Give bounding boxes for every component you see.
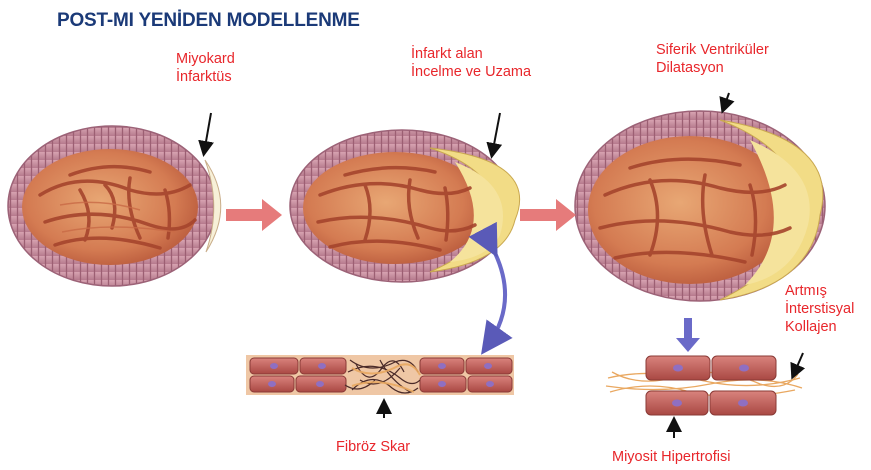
fibrous-scar-tissue: [246, 355, 514, 395]
label-line: Dilatasyon: [656, 59, 769, 77]
diagram-title: POST-MI YENİDEN MODELLENME: [57, 10, 360, 32]
label-infarkt-alan: İnfarkt alan İncelme ve Uzama: [411, 45, 531, 81]
hypertrophied-myocytes: [606, 356, 802, 415]
label-fibroz-skar: Fibröz Skar: [336, 438, 410, 456]
label-siferik-dilatasyon: Siferik Ventriküler Dilatasyon: [656, 41, 769, 77]
label-line: İnfarkt alan: [411, 45, 531, 63]
label-line: İnfarktüs: [176, 68, 235, 86]
heart-infarct-thinning: [290, 130, 520, 282]
label-line: İnterstisyal: [785, 300, 854, 318]
label-miyosit-hipertrofisi: Miyosit Hipertrofisi: [612, 448, 730, 466]
blue-down-arrow: [676, 318, 700, 352]
label-line: İncelme ve Uzama: [411, 63, 531, 81]
label-miyokard-infarktus: Miyokard İnfarktüs: [176, 50, 235, 86]
blue-curved-arrow: [488, 247, 505, 345]
label-line: Kollajen: [785, 318, 854, 336]
label-line: Artmış: [785, 282, 854, 300]
label-line: Siferik Ventriküler: [656, 41, 769, 59]
heart-normal: [8, 126, 221, 286]
label-artmis-kollajen: Artmış İnterstisyal Kollajen: [785, 282, 854, 336]
heart-spherical-dilatation: [575, 111, 825, 301]
label-line: Miyokard: [176, 50, 235, 68]
